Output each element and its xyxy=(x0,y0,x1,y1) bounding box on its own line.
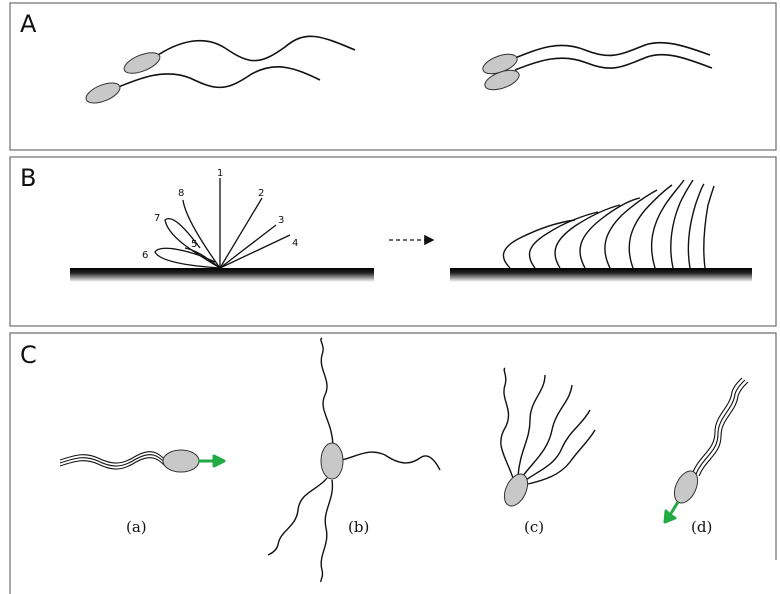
sublabel-a: (a) xyxy=(126,518,147,536)
flagella-b xyxy=(267,337,441,583)
cilium-wave-10 xyxy=(703,185,715,269)
cilium-wave-2 xyxy=(528,211,599,269)
panel-b-beat-cycle: 1 2 3 4 5 6 7 8 xyxy=(70,168,374,282)
angle-label-2: 2 xyxy=(258,188,264,199)
flagellum-lower xyxy=(115,66,321,89)
cell-body-upper xyxy=(123,52,161,74)
panel-a-bundled-pair xyxy=(482,41,713,91)
flagella-c xyxy=(500,367,596,485)
panel-b-frame xyxy=(9,156,777,327)
surface-left xyxy=(70,268,374,282)
cilium-positions xyxy=(154,178,291,269)
sublabel-c: (c) xyxy=(524,518,544,536)
panel-b-metachronal-wave xyxy=(450,179,752,282)
panel-c-frame xyxy=(9,332,777,594)
angle-label-3: 3 xyxy=(278,215,284,226)
swim-direction-arrow-a xyxy=(198,454,226,468)
cilium-position-3 xyxy=(219,224,277,269)
cell-body-d xyxy=(673,470,699,504)
cell-body-b xyxy=(320,442,344,480)
panel-label-c: C xyxy=(20,341,37,369)
bacterium-a xyxy=(59,449,226,473)
panel-label-a: A xyxy=(20,10,37,38)
bacterium-d xyxy=(663,377,749,524)
angle-label-7: 7 xyxy=(154,213,160,224)
flagellum-upper xyxy=(154,35,356,62)
cilium-wave-4 xyxy=(579,197,641,269)
flagellar-bundle-d xyxy=(692,377,749,477)
cell-body-lower xyxy=(85,82,121,104)
angle-label-1: 1 xyxy=(217,168,223,179)
cilium-position-7 xyxy=(164,218,221,269)
panel-a-frame xyxy=(9,2,777,151)
cell-body-a xyxy=(162,449,200,473)
surface-right xyxy=(450,268,752,282)
bacterium-c xyxy=(500,367,596,507)
cilium-position-8 xyxy=(182,199,221,269)
cilium-wave-5 xyxy=(604,189,658,269)
angle-label-8: 8 xyxy=(178,188,184,199)
cilium-wave-8 xyxy=(670,179,694,269)
flagellum-upper-bundled xyxy=(514,41,711,59)
cilium-wave-7 xyxy=(650,179,685,269)
swim-direction-arrow-d xyxy=(663,501,680,524)
cell-body-bundled-lower xyxy=(484,69,520,91)
bacterium-b xyxy=(267,337,441,583)
panel-label-b: B xyxy=(20,164,37,192)
cilium-wave-6 xyxy=(628,184,673,269)
panel-a-unbundled-pair xyxy=(85,35,356,104)
cilium-wave-1 xyxy=(502,219,576,269)
angle-label-5: 5 xyxy=(191,239,197,250)
sublabel-b: (b) xyxy=(348,518,369,536)
cilium-position-6 xyxy=(154,247,221,269)
cilium-wave-3 xyxy=(554,204,621,269)
cell-body-c xyxy=(503,473,529,507)
cilium-position-4 xyxy=(219,234,291,269)
flagellum-lower-bundled xyxy=(514,53,713,71)
angle-label-6: 6 xyxy=(142,250,148,261)
angle-label-4: 4 xyxy=(292,238,298,249)
cilium-wave-9 xyxy=(687,183,705,269)
cilium-position-2 xyxy=(219,197,263,269)
flagellar-bundle-a xyxy=(59,451,166,470)
sublabel-d: (d) xyxy=(691,518,712,536)
cilia-array xyxy=(502,179,715,269)
